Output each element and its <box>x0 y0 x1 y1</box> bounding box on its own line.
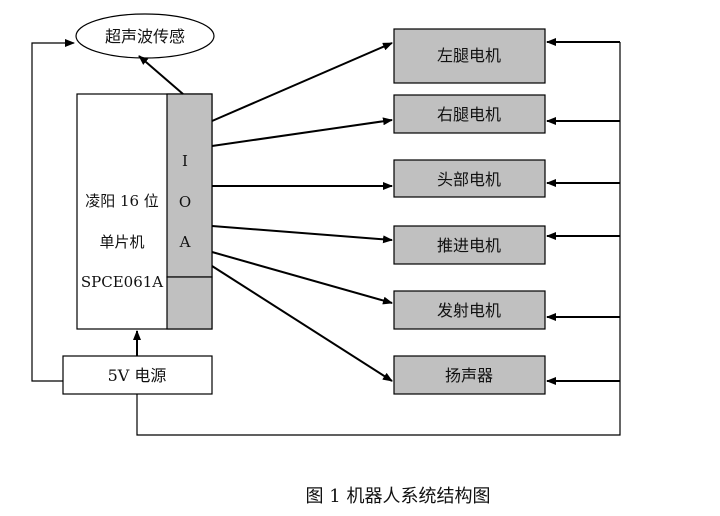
output-label-propulsion-motor: 推进电机 <box>437 236 501 255</box>
mcu-to-left-leg-arrow <box>211 42 393 122</box>
mcu-label-line1: 凌阳 16 位 <box>85 192 159 210</box>
power-label: 5V 电源 <box>108 366 167 385</box>
mcu-to-launch-arrow <box>211 251 393 305</box>
ioa-letter-o: O <box>179 193 191 211</box>
mcu-label-line3: SPCE061A <box>81 273 163 291</box>
ioa-letter-a: A <box>179 233 191 251</box>
ultrasonic-sensor-label: 超声波传感 <box>105 27 185 46</box>
mcu-to-propulsion-arrow <box>211 225 393 244</box>
ioa-letter-i: I <box>182 152 188 170</box>
output-label-speaker: 扬声器 <box>445 366 493 385</box>
ioa-port-block <box>166 93 213 278</box>
output-box-speaker <box>393 355 546 395</box>
output-label-head-motor: 头部电机 <box>437 170 501 189</box>
mcu-to-sensor-arrow <box>138 55 184 95</box>
output-label-right-leg-motor: 右腿电机 <box>437 105 501 124</box>
power-bus-line <box>136 42 621 436</box>
power-box <box>62 355 213 395</box>
ioa-lower-block <box>166 276 213 330</box>
output-box-head-motor <box>393 159 546 198</box>
output-box-left-leg-motor <box>393 28 546 84</box>
power-to-sensor-line <box>31 39 75 382</box>
output-box-launch-motor <box>393 290 546 330</box>
output-box-propulsion-motor <box>393 225 546 265</box>
mcu-label-line2: 单片机 <box>99 233 144 251</box>
output-label-left-leg-motor: 左腿电机 <box>437 46 501 65</box>
output-box-right-leg-motor <box>393 94 546 134</box>
output-label-launch-motor: 发射电机 <box>437 301 501 320</box>
mcu-to-speaker-arrow <box>211 265 393 382</box>
figure-caption: 图 1 机器人系统结构图 <box>306 486 491 507</box>
mcu-to-right-leg-arrow <box>211 117 393 147</box>
